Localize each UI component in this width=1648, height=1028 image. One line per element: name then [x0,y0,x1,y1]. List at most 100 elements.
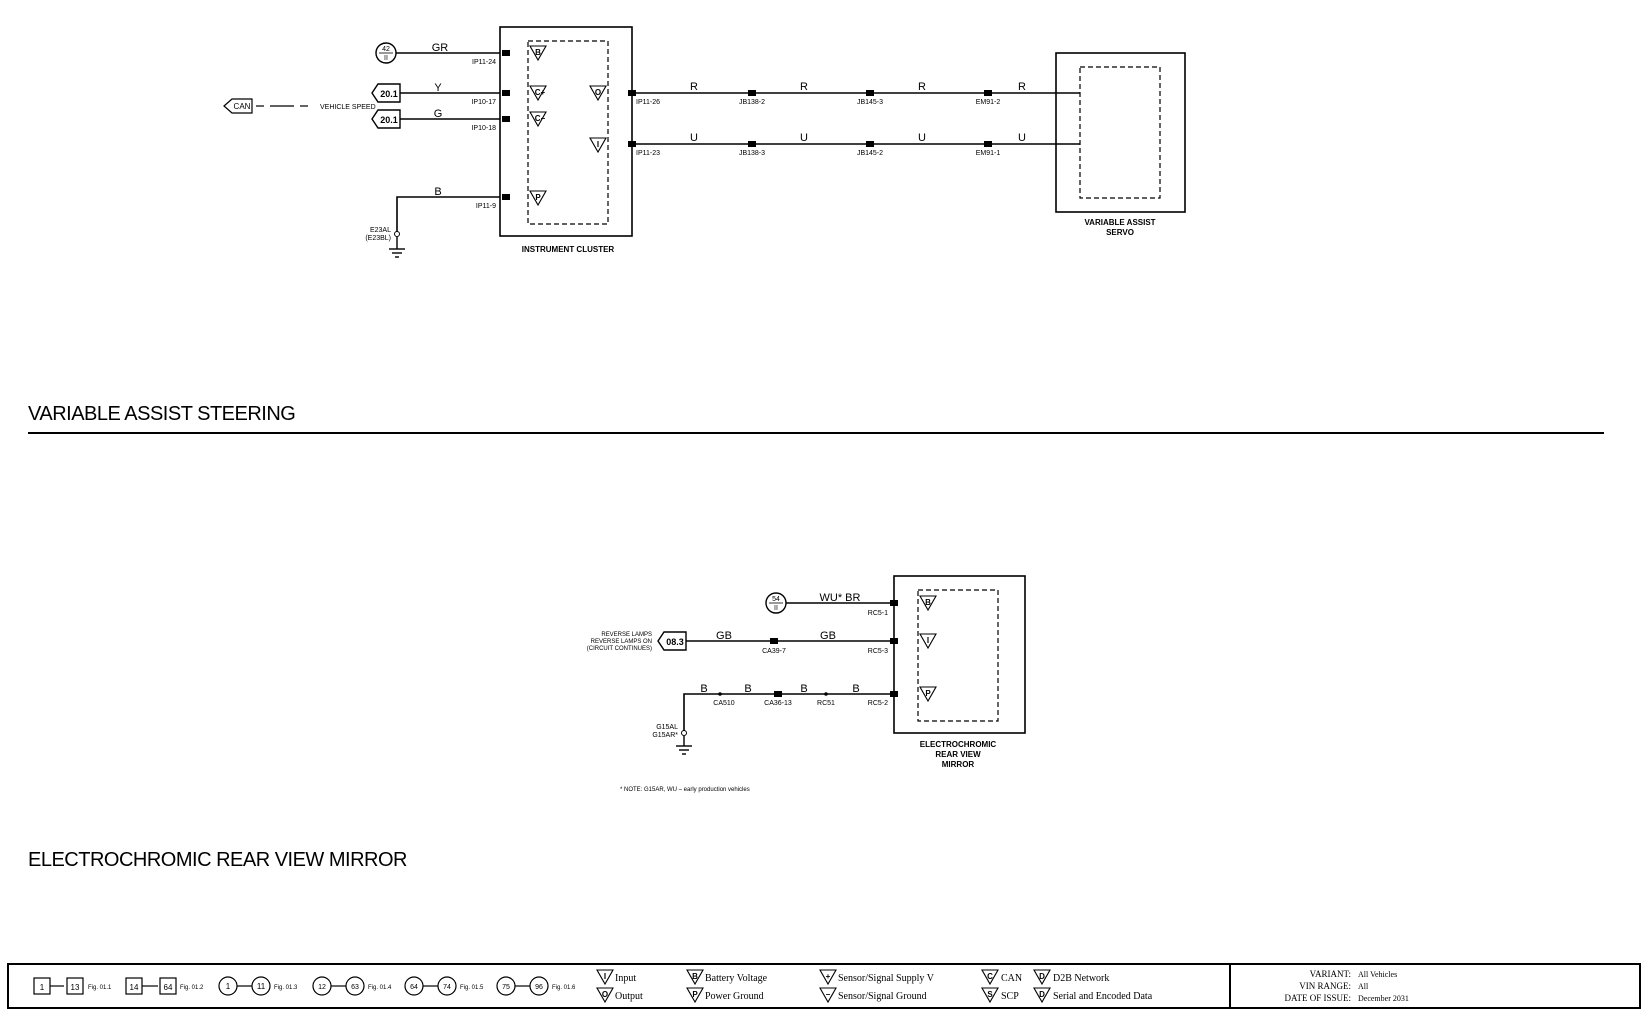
servo-label-1: VARIABLE ASSIST [1084,218,1155,227]
pin-label: JB145-3 [857,99,883,106]
mirror-label-1: ELECTROCHROMIC [920,740,997,749]
early-production-note: * NOTE: G15AR, WU – early production veh… [620,787,750,793]
battery-symbol: B [529,45,547,62]
pin-marker [502,50,510,56]
svg-text:96: 96 [535,984,543,991]
vehicle-speed-label: VEHICLE SPEED [320,104,376,111]
legend-scp: S SCP [981,987,1019,1004]
fig-range-3: 1 11 Fig. 01.3 [218,976,298,996]
pin-label: JB145-2 [857,150,883,157]
svg-text:I: I [927,636,929,645]
date-of-issue-key: DATE OF ISSUE: [1284,993,1351,1003]
pin-label: IP11-24 [472,59,496,66]
svg-text:P: P [925,689,931,698]
svg-text:Fig. 01.1: Fig. 01.1 [88,985,112,991]
variable-assist-diagram: INSTRUMENT CLUSTER VARIABLE ASSIST SERVO… [28,26,1604,434]
pin-label: RC5-2 [868,700,888,707]
wire-label-u: U [918,132,926,144]
page-ref-number: 54 [772,596,780,603]
legend-serial-data: D Serial and Encoded Data [1033,987,1153,1004]
ground-label: G15AR* [652,732,678,739]
vin-range-key: VIN RANGE: [1299,981,1351,991]
svg-text:64: 64 [164,983,173,992]
svg-text:Serial and Encoded Data: Serial and Encoded Data [1053,991,1153,1002]
svg-text:1: 1 [226,982,231,991]
svg-text:Fig. 01.3: Fig. 01.3 [274,985,298,991]
pin-label: IP10-17 [471,99,496,106]
power-ground-symbol: P [919,686,937,703]
pin-marker [628,141,636,147]
svg-text:I: I [604,972,606,981]
output-symbol: O [589,85,607,102]
svg-text:Output: Output [615,991,643,1002]
legend-sensor-supply: + Sensor/Signal Supply V [819,969,935,986]
fig-range-1: 1 13 Fig. 01.1 [33,977,112,995]
pin-marker [502,90,510,96]
svg-text:I: I [597,140,599,149]
svg-text:CAN: CAN [1001,973,1022,984]
input-symbol: I [919,633,937,650]
wire-label: B [800,683,807,695]
page-ref-arrow-label: 20.1 [380,89,398,99]
fig-range-4: 12 63 Fig. 01.4 [312,976,392,996]
vin-range-value: All [1358,982,1369,991]
input-symbol: I [589,137,607,154]
servo-box [1055,52,1186,213]
instrument-cluster-box [499,26,633,237]
svg-text:1: 1 [40,983,45,992]
svg-text:+: + [826,972,831,981]
svg-text:Fig. 01.4: Fig. 01.4 [368,985,392,991]
svg-text:75: 75 [502,984,510,991]
pin-label: RC51 [817,700,835,707]
svg-text:O: O [595,88,601,97]
reverse-lamps-text: REVERSE LAMPS ON [591,639,652,645]
pin-label: RC5-1 [868,610,888,617]
svg-text:Sensor/Signal Ground: Sensor/Signal Ground [838,991,927,1002]
svg-text:14: 14 [130,983,139,992]
legend-can: C CAN [981,969,1022,986]
can-connector[interactable] [223,98,253,114]
svg-text:Input: Input [615,973,636,984]
page-ref-sub: II [384,55,388,62]
pin-label: CA39-7 [762,648,786,655]
svg-text:D: D [1039,990,1045,999]
pin-marker [502,194,510,200]
svg-text:Fig. 01.5: Fig. 01.5 [460,985,484,991]
svg-text:Fig. 01.6: Fig. 01.6 [552,985,576,991]
wire-label-y: Y [434,82,442,94]
svg-text:C−: C− [535,114,546,123]
servo-label-2: SERVO [1106,228,1134,237]
reverse-lamps-text: REVERSE LAMPS [601,632,652,638]
variant-key: VARIANT: [1310,969,1351,979]
svg-text:B: B [535,48,541,57]
legend-input: I Input [596,969,636,986]
ground-eyelet [681,730,687,736]
pin-label: JB138-3 [739,150,765,157]
wire-label-gr: GR [432,42,449,54]
sensor-ground-symbol: C− [529,111,547,128]
pin-label: IP10-18 [471,125,496,132]
pin-marker [502,116,510,122]
svg-text:64: 64 [410,984,418,991]
svg-text:74: 74 [443,984,451,991]
wire-label-r: R [690,81,698,93]
svg-text:Power Ground: Power Ground [705,991,764,1002]
wire-label-r: R [1018,81,1026,93]
svg-text:−: − [826,990,831,999]
svg-text:12: 12 [318,984,326,991]
legend-d2b: D D2B Network [1033,969,1109,986]
svg-text:SCP: SCP [1001,991,1019,1002]
page-ref-sub: II [774,605,778,612]
svg-text:Sensor/Signal Supply V: Sensor/Signal Supply V [838,973,935,984]
section-title-variable-assist: VARIABLE ASSIST STEERING [28,403,295,425]
page-ref-arrow[interactable] [657,631,687,651]
svg-text:D2B Network: D2B Network [1053,973,1109,984]
ground-label: G15AL [656,724,678,731]
page-ref-arrow[interactable] [371,109,401,129]
connector-marks [718,600,898,697]
svg-text:Battery Voltage: Battery Voltage [705,973,768,984]
page-ref-arrow[interactable] [371,83,401,103]
mirror-label-2: REAR VIEW [935,750,981,759]
legend-battery-voltage: B Battery Voltage [686,969,768,986]
